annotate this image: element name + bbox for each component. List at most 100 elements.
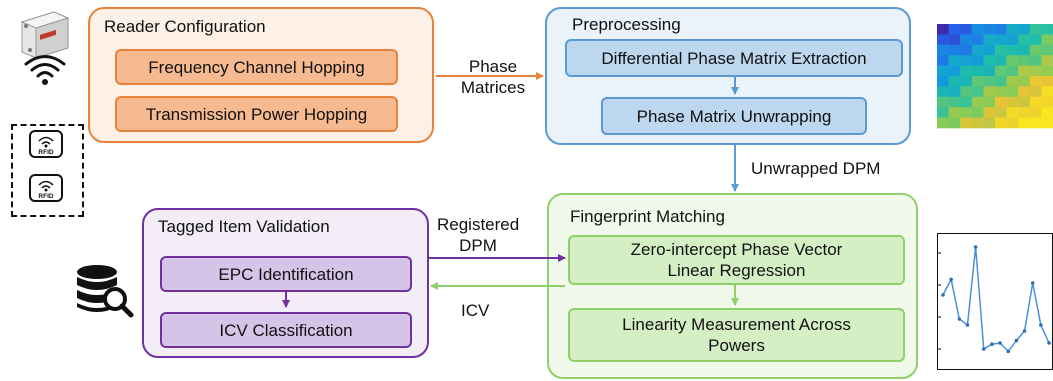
heatmap-cell — [937, 117, 949, 129]
heatmap-cell — [1029, 65, 1042, 77]
heatmap-cell — [1018, 76, 1031, 87]
heatmap-cell — [1029, 96, 1042, 108]
heatmap-cell — [995, 117, 1007, 129]
plot-point — [981, 347, 986, 351]
heatmap-cell — [971, 86, 984, 98]
heatmap-cell — [971, 24, 984, 35]
plot-point — [941, 293, 945, 297]
heatmap-cell — [948, 55, 961, 66]
heatmap-cell — [1006, 117, 1019, 129]
heatmap-cell — [937, 76, 949, 87]
rfid-reader-icon — [20, 11, 70, 85]
heatmap-cell — [1006, 34, 1019, 46]
heatmap-cell — [1006, 86, 1019, 98]
heatmap-cell — [948, 24, 961, 35]
heatmap-cell — [960, 76, 973, 87]
dpm-extraction-box: Differential Phase Matrix Extraction — [565, 39, 903, 77]
tagged-item-validation-title: Tagged Item Validation — [158, 217, 330, 236]
heatmap-cell — [971, 34, 984, 46]
plot-point — [1014, 338, 1019, 343]
heatmap-cell — [983, 96, 996, 108]
heatmap-cell — [1029, 117, 1042, 129]
power-hopping-box: Transmission Power Hopping — [115, 96, 398, 132]
heatmap-cell — [1018, 96, 1031, 108]
heatmap-cell — [1029, 24, 1042, 35]
heatmap-cell — [983, 117, 996, 129]
heatmap-cell — [995, 96, 1007, 108]
heatmap-cell — [983, 107, 996, 118]
heatmap-cell — [971, 96, 984, 108]
heatmap-cell — [971, 44, 984, 56]
heatmap-cell — [948, 96, 961, 108]
heatmap-cell — [1041, 117, 1053, 129]
plot-point — [998, 341, 1002, 345]
heatmap-cell — [971, 107, 984, 118]
heatmap-cell — [937, 34, 949, 46]
heatmap-cell — [1018, 34, 1031, 46]
heatmap-cell — [1006, 107, 1019, 118]
phase-matrices-label: Phase Matrices — [460, 57, 526, 97]
heatmap-cell — [995, 107, 1007, 118]
heatmap-cell — [1041, 76, 1053, 87]
epc-identification-label: EPC Identification — [218, 264, 354, 284]
heatmap-cell — [971, 117, 984, 129]
heatmap-cell — [960, 86, 973, 98]
tag-outline — [29, 174, 63, 202]
heatmap-cell — [1029, 34, 1042, 46]
heatmap-cell — [948, 65, 961, 77]
heatmap-cell — [948, 44, 961, 56]
heatmap-cell — [1018, 44, 1031, 56]
heatmap-cell — [983, 76, 996, 87]
phase-unwrapping-label: Phase Matrix Unwrapping — [636, 106, 832, 126]
dpm-extraction-label: Differential Phase Matrix Extraction — [601, 48, 867, 68]
heatmap-cell — [1041, 55, 1053, 66]
heatmap-cell — [995, 86, 1007, 98]
heatmap-cell — [1018, 86, 1031, 98]
heatmap-cell — [960, 96, 973, 108]
phase-unwrapping-box: Phase Matrix Unwrapping — [601, 97, 867, 135]
heatmap-cell — [1041, 96, 1053, 108]
heatmap-cell — [948, 86, 961, 98]
linearity-measurement-box: Linearity Measurement Across Powers — [568, 308, 905, 362]
plot-point — [1006, 349, 1011, 354]
plot-point — [957, 317, 962, 321]
heatmap-cell — [937, 44, 949, 56]
linearity-measurement-label: Linearity Measurement Across Powers — [622, 315, 851, 355]
reader-body — [20, 11, 70, 59]
heatmap-cell — [960, 24, 973, 35]
plot-frame — [937, 233, 1053, 370]
plot-point — [1022, 329, 1027, 333]
heatmap-cell — [937, 86, 949, 98]
registered-dpm-label: Registered DPM — [437, 215, 520, 255]
heatmap-cell — [995, 65, 1007, 77]
heatmap-cell — [971, 55, 984, 66]
heatmap-cell — [937, 96, 949, 108]
heatmap-cell — [937, 24, 949, 35]
heatmap-cell — [995, 34, 1007, 46]
reader-configuration-title: Reader Configuration — [104, 17, 266, 36]
heatmap-cell — [1029, 55, 1042, 66]
power-hopping-label: Transmission Power Hopping — [145, 104, 368, 124]
heatmap-cell — [1006, 44, 1019, 56]
tag-outline — [29, 130, 63, 158]
tag-label: RFID — [38, 149, 53, 156]
phase-matrix-heatmap — [937, 24, 1053, 129]
heatmap-cell — [971, 65, 984, 77]
heatmap-cell — [960, 107, 973, 118]
heatmap-cell — [948, 117, 961, 129]
heatmap-cell — [983, 34, 996, 46]
heatmap-cell — [1041, 65, 1053, 77]
heatmap-cell — [948, 107, 961, 118]
signal-waves — [24, 55, 66, 85]
heatmap-cell — [1018, 24, 1031, 35]
heatmap-cell — [1006, 24, 1019, 35]
heatmap-cell — [960, 65, 973, 77]
heatmap-cell — [937, 65, 949, 77]
heatmap-cell — [995, 55, 1007, 66]
heatmap-cell — [1018, 107, 1031, 118]
heatmap-cell — [960, 117, 973, 129]
phase-vector-regression-label: Zero-intercept Phase Vector Linear Regre… — [630, 240, 843, 280]
heatmap-cell — [1041, 86, 1053, 98]
plot-point — [965, 323, 970, 327]
heatmap-cell — [995, 24, 1007, 35]
